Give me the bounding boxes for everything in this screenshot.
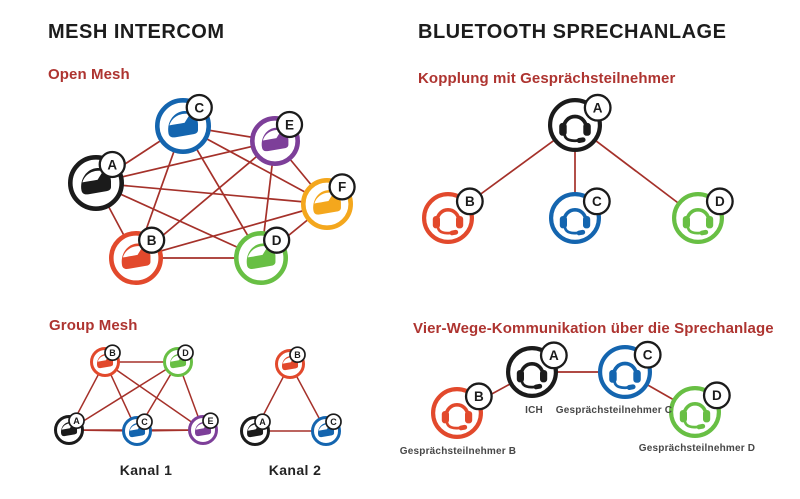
node-letter: A: [107, 157, 117, 172]
four_way-node-B: B: [431, 382, 493, 439]
node-letter: A: [593, 101, 603, 116]
node-badge: [104, 344, 121, 362]
open-mesh-diagram: A B C D E F: [67, 93, 356, 286]
node-letter: D: [715, 194, 725, 209]
node-letter: C: [194, 100, 204, 115]
headset-icon: [432, 208, 464, 236]
node-badge: [68, 412, 85, 430]
node-letter: A: [549, 348, 559, 363]
pairing-node-A: A: [548, 93, 612, 152]
pairing-subtitle: Kopplung mit Gesprächsteilnehmer: [418, 70, 676, 87]
node-badge: [705, 187, 734, 216]
node-badge: [539, 341, 568, 370]
mesh-intercom-title: MESH INTERCOM: [48, 21, 225, 43]
node-badge: [138, 226, 166, 254]
kanal-1-label: Kanal 1: [119, 462, 173, 478]
node-badge: [136, 413, 153, 431]
node-badge: [263, 226, 291, 254]
four_way-node-C: C: [598, 340, 662, 399]
headset-icon: [441, 403, 473, 431]
pairing-node-C: C: [549, 187, 611, 244]
group-mesh-subtitle: Group Mesh: [49, 317, 138, 334]
group_mesh_kanal1-node-D: D: [163, 344, 194, 377]
node-letter: B: [465, 194, 475, 209]
connection-line: [135, 203, 328, 259]
group_mesh_kanal1-node-C: C: [122, 413, 153, 446]
pairing-node-D: D: [672, 187, 734, 244]
node-letter: B: [147, 233, 157, 248]
group_mesh_kanal1-node-B: B: [90, 344, 121, 377]
four-way-diagram: B A C D: [431, 340, 731, 439]
node-letter: E: [285, 117, 294, 132]
open_mesh-node-D: D: [233, 226, 291, 286]
node-letter: A: [73, 416, 80, 426]
kanal-2-label: Kanal 2: [268, 462, 322, 478]
four-way-participant-c-label: Gesprächsteilnehmer C: [555, 405, 673, 416]
node-letter: A: [259, 417, 266, 427]
open_mesh-node-C: C: [154, 93, 213, 155]
node-badge: [328, 173, 356, 201]
four-way-participant-d-label: Gesprächsteilnehmer D: [638, 443, 756, 454]
node-letter: D: [182, 348, 189, 358]
four_way-node-A: A: [506, 341, 568, 398]
open-mesh-subtitle: Open Mesh: [48, 66, 130, 83]
node-badge: [633, 340, 662, 369]
connection-line: [95, 140, 276, 184]
headset-icon: [609, 361, 641, 390]
pairing-node-B: B: [422, 187, 484, 244]
node-badge: [702, 381, 731, 410]
group-mesh-diagram: A B C D E A B C: [54, 344, 342, 446]
node-letter: B: [294, 350, 301, 360]
four-way-participant-b-label: Gesprächsteilnehmer B: [399, 446, 517, 457]
connection-line: [95, 182, 262, 259]
bluetooth-intercom-title: BLUETOOTH SPRECHANLAGE: [418, 21, 727, 43]
node-badge: [275, 110, 304, 139]
node-badge: [185, 93, 213, 122]
node-letter: D: [272, 233, 282, 248]
node-letter: C: [643, 348, 653, 363]
node-letter: C: [592, 194, 602, 209]
node-badge: [98, 150, 126, 179]
node-badge: [583, 93, 612, 122]
node-badge: [202, 412, 219, 430]
node-badge: [325, 413, 342, 431]
node-letter: D: [712, 388, 722, 403]
group_mesh_kanal2-node-A: A: [240, 413, 271, 446]
node-letter: B: [109, 348, 116, 358]
node-letter: C: [330, 417, 337, 427]
headset-icon: [559, 208, 591, 236]
group_mesh_kanal2-node-B: B: [275, 346, 306, 379]
node-letter: B: [474, 389, 484, 404]
open_mesh-node-E: E: [249, 110, 304, 167]
headset-icon: [559, 114, 591, 143]
node-badge: [289, 346, 306, 364]
node-badge: [582, 187, 611, 216]
pairing-diagram: A B C D: [422, 93, 734, 244]
four-way-me-label: ICH: [525, 405, 543, 416]
connection-line: [68, 361, 179, 431]
open_mesh-node-B: B: [108, 226, 166, 286]
open_mesh-node-A: A: [67, 150, 126, 212]
group_mesh_kanal1-node-E: E: [188, 412, 219, 445]
headset-icon: [516, 362, 548, 390]
node-badge: [177, 344, 194, 362]
node-letter: F: [338, 180, 346, 195]
node-badge: [455, 187, 484, 216]
four_way-node-D: D: [669, 381, 731, 438]
connection-line: [104, 361, 204, 431]
four-way-subtitle: Vier-Wege-Kommunikation über die Sprecha…: [413, 320, 774, 337]
group_mesh_kanal2-node-C: C: [311, 413, 342, 446]
open_mesh-node-F: F: [300, 173, 356, 231]
node-badge: [254, 413, 271, 431]
node-letter: E: [207, 416, 213, 426]
node-letter: C: [141, 417, 148, 427]
group_mesh_kanal1-node-A: A: [54, 412, 85, 445]
headset-icon: [682, 208, 714, 236]
headset-icon: [679, 402, 711, 430]
node-badge: [464, 382, 493, 411]
